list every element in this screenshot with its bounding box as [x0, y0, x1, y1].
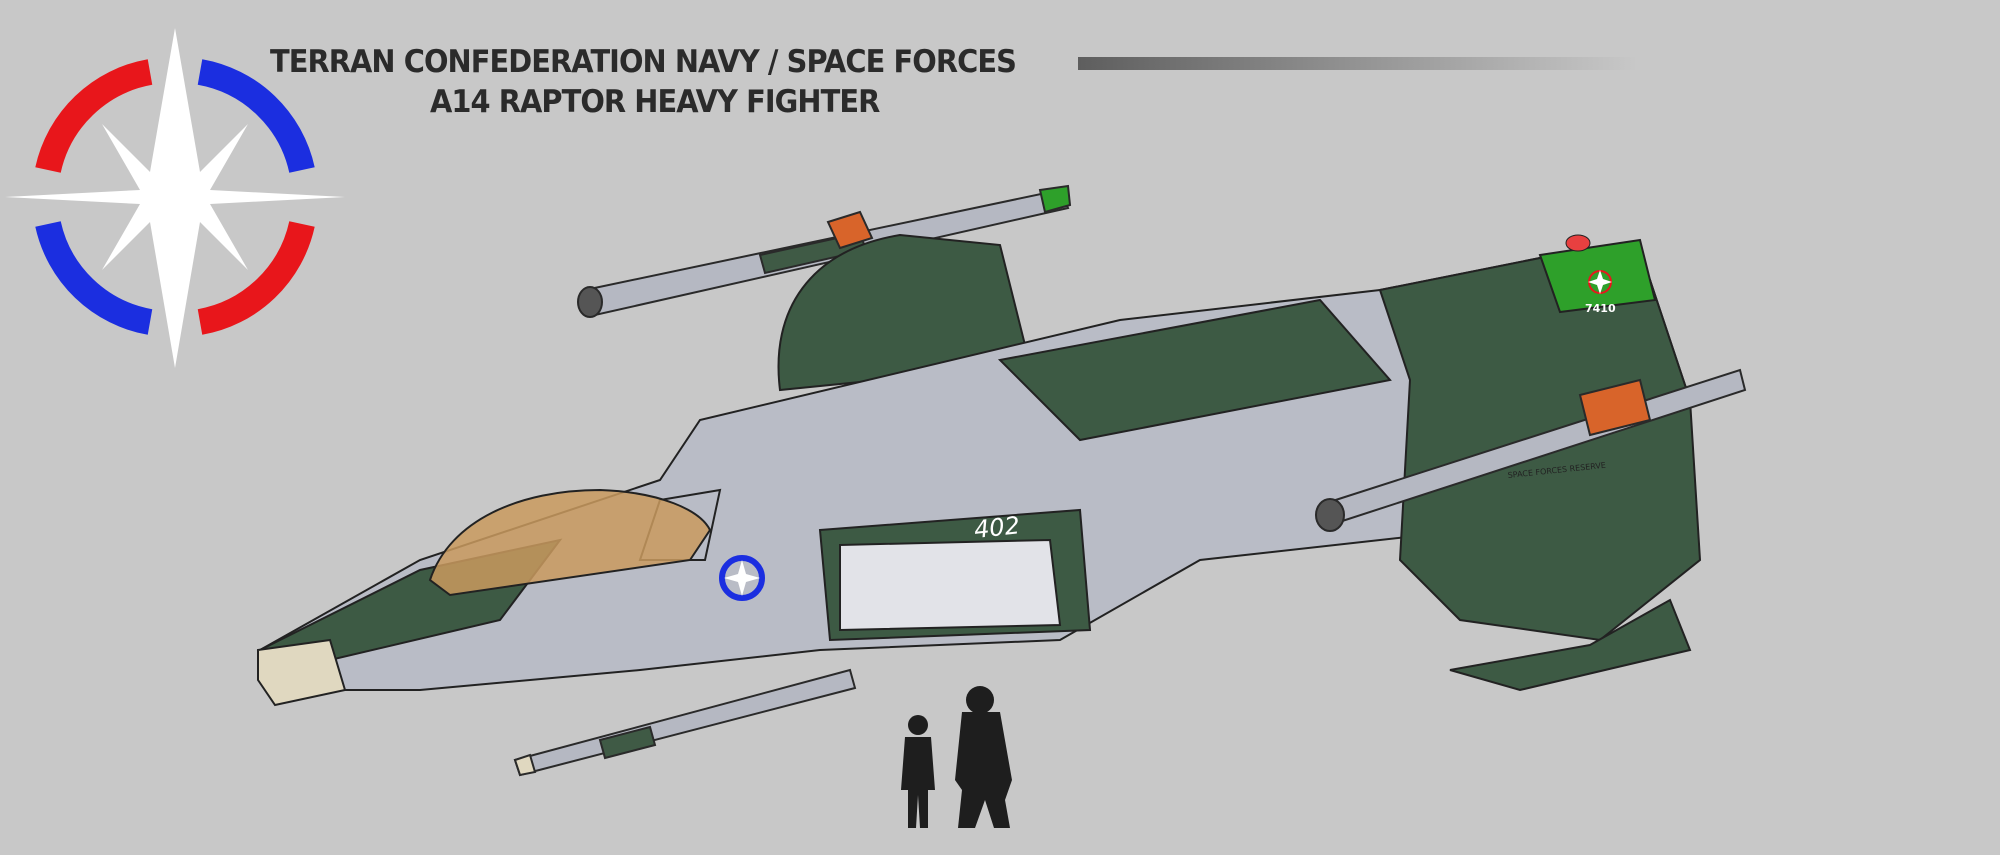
- dorsal-fin: [777, 233, 1027, 392]
- beacon-light: [1565, 234, 1591, 252]
- cockpit-canopy: [428, 488, 712, 597]
- title-line-1: TERRAN CONFEDERATION NAVY / SPACE FORCES: [270, 44, 1017, 80]
- lower-missile: [513, 668, 857, 777]
- title-line-2: A14 RAPTOR HEAVY FIGHTER: [430, 84, 880, 120]
- confederation-emblem-icon: [5, 28, 345, 368]
- tail-number: 7410: [1585, 302, 1616, 315]
- wing-missile: [1315, 368, 1747, 532]
- hull-number: 402: [973, 511, 1021, 544]
- title-gradient-bar: [1078, 57, 1638, 70]
- tail-emblem-icon: [1588, 270, 1612, 294]
- fuselage-roundel-icon: [719, 555, 765, 601]
- scale-figures: [901, 686, 1012, 828]
